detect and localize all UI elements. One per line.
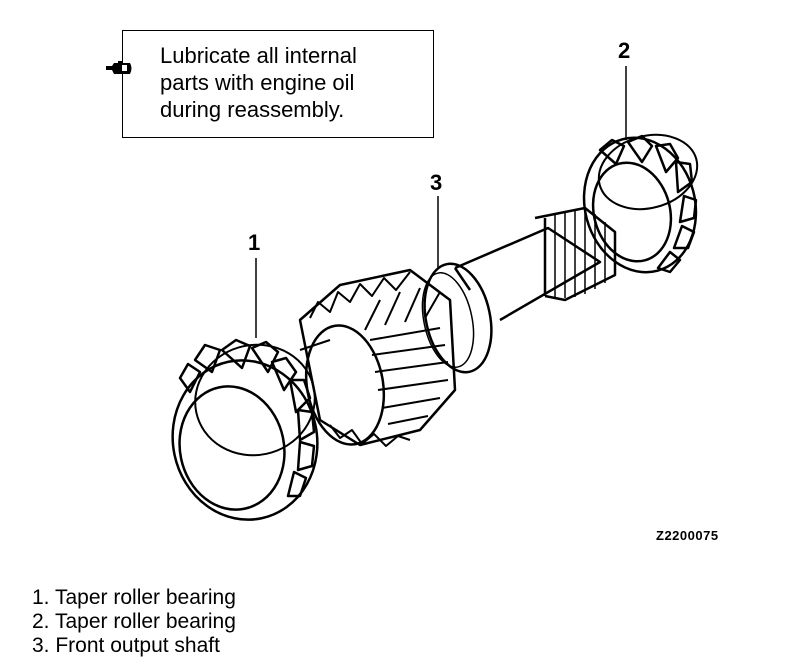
legend-label: Front output shaft — [55, 634, 220, 657]
figure-code: Z2200075 — [656, 528, 719, 543]
legend-number: 2. — [32, 610, 50, 633]
legend-label: Taper roller bearing — [54, 610, 236, 633]
taper-roller-bearing-2 — [582, 133, 699, 274]
legend-label: Taper roller bearing — [54, 586, 236, 609]
taper-roller-bearing-1 — [171, 338, 319, 521]
legend-item: 3. Front output shaft — [32, 634, 236, 658]
legend-item: 2. Taper roller bearing — [32, 610, 236, 634]
legend-number: 1. — [32, 586, 50, 609]
legend-number: 3. — [32, 634, 50, 657]
legend-item: 1. Taper roller bearing — [32, 586, 236, 610]
lubrication-note-box — [122, 30, 434, 138]
lubrication-note-text: Lubricate all internal parts with engine… — [160, 43, 357, 122]
callout-3: 3 — [430, 170, 443, 195]
callout-2: 2 — [618, 38, 631, 63]
front-output-shaft — [298, 206, 617, 447]
oil-can-icon — [106, 61, 132, 74]
parts-legend: 1. Taper roller bearing 2. Taper roller … — [32, 586, 236, 658]
callout-1: 1 — [248, 230, 261, 255]
